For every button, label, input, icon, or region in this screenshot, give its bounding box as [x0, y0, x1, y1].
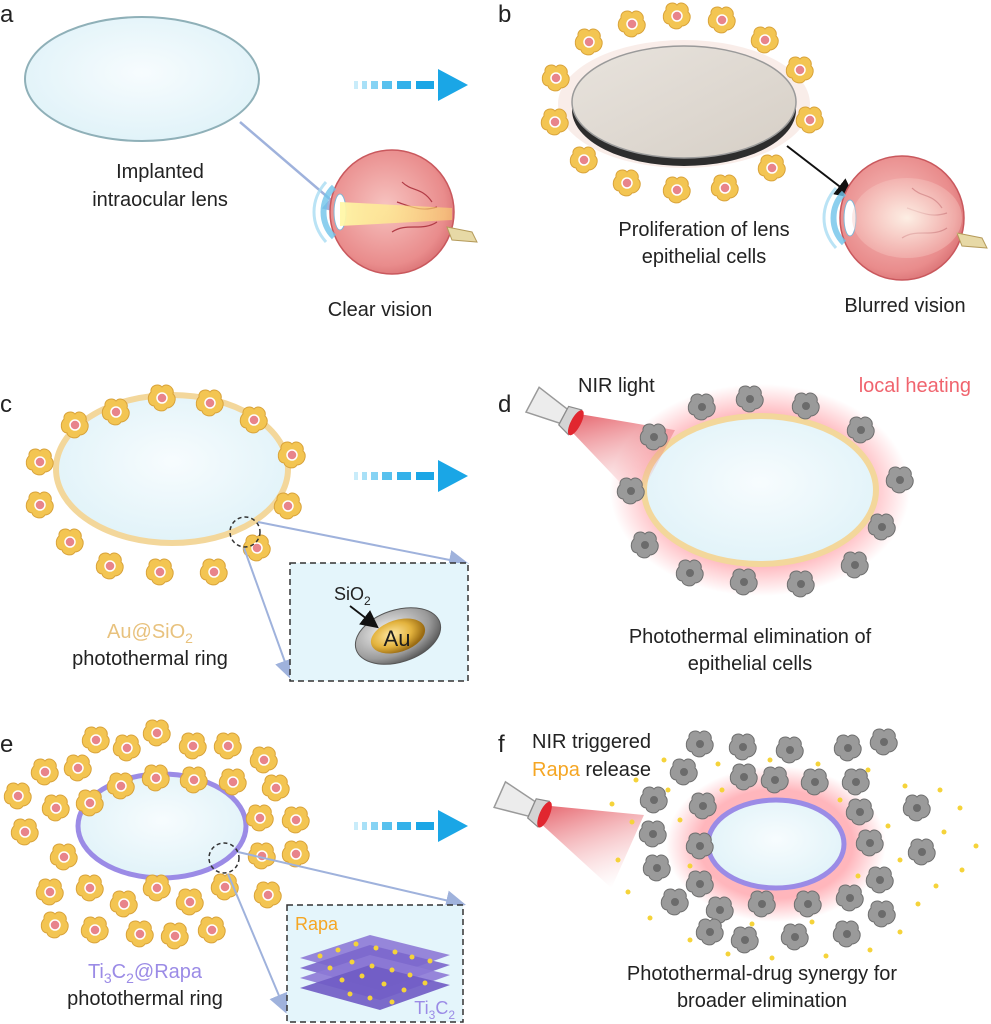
panel-d-caption-line2: epithelial cells: [688, 653, 813, 675]
mxene-sheets: [300, 935, 450, 1010]
ti3c2-ring-lens-f: [705, 797, 847, 891]
panel-d-caption-line1: Photothermal elimination of: [629, 626, 872, 648]
ti3c2-inset-label: Ti3C2: [414, 998, 455, 1022]
ti3c2-rapa-ring-label: Ti3C2@Rapa: [88, 961, 203, 986]
rapa-inset-label: Rapa: [295, 914, 339, 934]
sio2-shell-label: SiO2: [334, 584, 371, 608]
rapa-particles-inset: [317, 941, 433, 1005]
panel-f-caption-line1: Photothermal-drug synergy for: [627, 963, 897, 985]
panel-d-letter: d: [498, 391, 511, 418]
au-sio2-inset: Au SiO2: [289, 562, 469, 682]
arrow-c-to-d: [354, 460, 468, 492]
photothermal-ring-label-c: photothermal ring: [72, 648, 228, 670]
shell-pointer: [349, 605, 379, 629]
panel-f-caption-line2: broader elimination: [677, 990, 847, 1012]
blurred-vision-eye: [824, 156, 987, 280]
arrow-e-to-f: [354, 810, 468, 842]
panel-b-caption-line1: Proliferation of lens: [618, 219, 789, 241]
lens-to-eye-arrow: [239, 121, 349, 216]
photothermal-ring-label-e: photothermal ring: [67, 988, 223, 1010]
zoom-line-lower-c: [243, 547, 294, 680]
intraocular-lens: [24, 16, 260, 142]
panel-a-caption-line2: intraocular lens: [92, 189, 228, 211]
nir-lamp-f: [493, 781, 644, 889]
nir-triggered-label-line1: NIR triggered: [532, 731, 651, 753]
nir-light-label: NIR light: [578, 375, 655, 397]
clear-vision-label: Clear vision: [328, 299, 432, 321]
lens-to-eye-arrow-b: [786, 145, 856, 199]
zoom-line-lower-e: [227, 873, 289, 1014]
clouded-lens: [558, 40, 810, 168]
au-core-label: Au: [384, 626, 411, 651]
heated-ring-lens: [641, 413, 879, 567]
zoom-circle-e: [208, 842, 240, 874]
arrow-a-to-b: [354, 69, 468, 101]
panel-c-letter: c: [0, 391, 12, 418]
panel-e-letter: e: [0, 731, 13, 758]
panel-b-letter: b: [498, 1, 511, 28]
au-sio2-ring-label: Au@SiO2: [107, 621, 193, 646]
released-rapa-particles: [609, 757, 979, 961]
panel-b-caption-line2: epithelial cells: [642, 246, 767, 268]
rapa-release-label: Rapa release: [532, 759, 651, 781]
zoom-line-upper-c: [257, 521, 469, 570]
ti3c2-ring-lens: [75, 771, 249, 881]
panel-f-letter: f: [498, 731, 505, 758]
clear-vision-eye: [314, 150, 477, 274]
blurred-vision-label: Blurred vision: [844, 295, 965, 317]
zoom-line-upper-e: [237, 851, 466, 911]
panel-a-caption-line1: Implanted: [116, 161, 204, 183]
panel-a-letter: a: [0, 1, 14, 28]
ti3c2-rapa-inset: Rapa Ti3C2: [286, 904, 464, 1023]
zoom-circle-c: [229, 516, 261, 548]
local-heating-label: local heating: [859, 375, 971, 397]
